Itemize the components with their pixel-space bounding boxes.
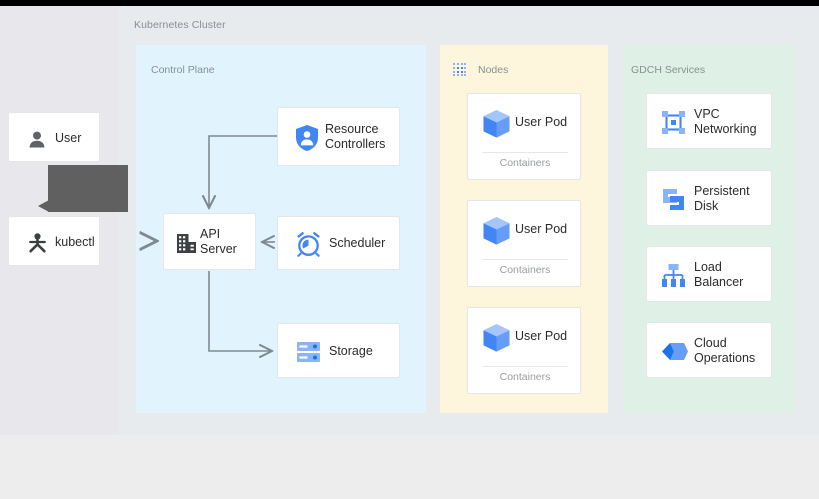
persistent-disk-icon bbox=[663, 189, 684, 210]
gdch-services-title: GDCH Services bbox=[631, 64, 706, 76]
card-load-balancer-label: Load Balancer bbox=[694, 260, 744, 289]
card-api-server-label: API Server bbox=[200, 227, 237, 256]
control-plane-title: Control Plane bbox=[151, 64, 215, 76]
card-resource-controllers-label: Resource Controllers bbox=[325, 122, 386, 151]
dotted-grid-icon bbox=[453, 63, 466, 76]
card-scheduler-label: Scheduler bbox=[329, 236, 386, 250]
shield-person-icon bbox=[296, 125, 318, 151]
card-storage[interactable]: Storage bbox=[277, 323, 400, 378]
card-storage-label: Storage bbox=[329, 344, 373, 358]
card-user-pod-1-containers: Containers bbox=[499, 157, 551, 169]
card-resource-controllers[interactable]: Resource Controllers bbox=[277, 107, 400, 166]
card-user-pod-2[interactable]: User Pod Containers bbox=[467, 200, 581, 287]
card-user-pod-1[interactable]: User Pod Containers bbox=[467, 93, 581, 180]
vpc-network-icon bbox=[662, 111, 685, 134]
card-persistent-disk-label: Persistent Disk bbox=[694, 184, 750, 213]
card-user-pod-2-containers: Containers bbox=[499, 264, 551, 276]
top-black-strip bbox=[0, 0, 819, 6]
cube-icon bbox=[483, 110, 510, 138]
pod-divider bbox=[482, 152, 568, 153]
nodes-title: Nodes bbox=[478, 64, 509, 76]
card-vpc-networking[interactable]: VPC Networking bbox=[646, 93, 772, 149]
card-user-pod-3-label: User Pod bbox=[515, 329, 568, 343]
card-user-pod-2-label: User Pod bbox=[515, 222, 568, 236]
cube-icon bbox=[483, 324, 510, 352]
card-persistent-disk[interactable]: Persistent Disk bbox=[646, 170, 772, 226]
card-user[interactable]: User bbox=[8, 112, 100, 162]
card-user-pod-1-label: User Pod bbox=[515, 115, 568, 129]
kubernetes-cluster-title: Kubernetes Cluster bbox=[134, 19, 226, 31]
server-rack-icon bbox=[297, 342, 320, 362]
card-vpc-networking-label: VPC Networking bbox=[694, 107, 757, 136]
card-user-label: User bbox=[55, 131, 82, 145]
card-user-pod-3[interactable]: User Pod Containers bbox=[467, 307, 581, 394]
cube-icon bbox=[483, 217, 510, 245]
card-scheduler[interactable]: Scheduler bbox=[277, 216, 400, 270]
card-cloud-operations[interactable]: Cloud Operations bbox=[646, 322, 772, 378]
pod-divider bbox=[482, 366, 568, 367]
tooltip-overlay bbox=[48, 165, 128, 212]
alarm-clock-icon bbox=[297, 232, 320, 257]
load-balancer-icon bbox=[662, 264, 685, 287]
card-cloud-operations-label: Cloud Operations bbox=[694, 336, 756, 365]
card-kubectl[interactable]: kubectl bbox=[8, 216, 100, 266]
kubectl-icon bbox=[29, 233, 46, 253]
card-api-server[interactable]: API Server bbox=[163, 213, 256, 270]
pod-divider bbox=[482, 259, 568, 260]
tooltip-overlay-tail bbox=[38, 200, 49, 212]
card-user-pod-3-containers: Containers bbox=[499, 371, 551, 383]
person-icon bbox=[29, 131, 45, 148]
building-icon bbox=[177, 234, 196, 253]
card-load-balancer[interactable]: Load Balancer bbox=[646, 246, 772, 302]
cloud-operations-icon bbox=[662, 343, 688, 360]
card-kubectl-label: kubectl bbox=[55, 235, 95, 249]
